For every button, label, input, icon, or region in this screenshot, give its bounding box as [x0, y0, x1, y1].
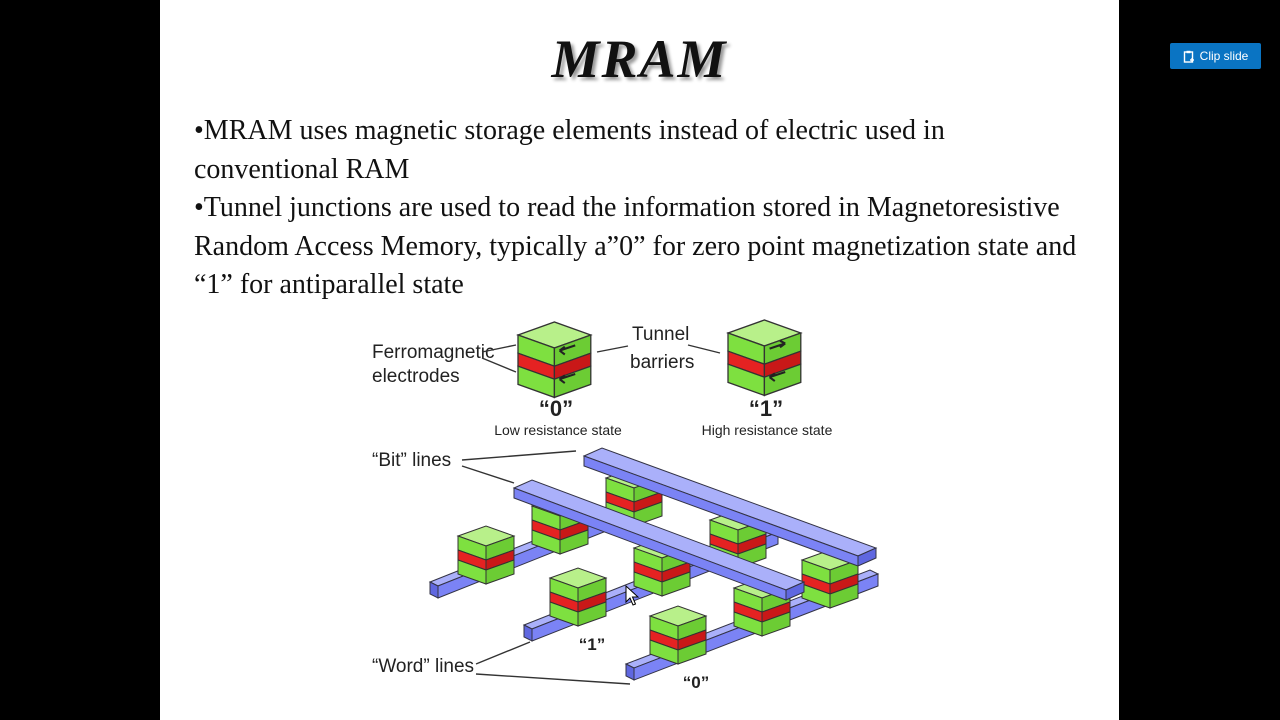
clip-slide-label: Clip slide — [1199, 49, 1249, 63]
grid-zero-label: “0” — [683, 673, 709, 692]
grid-one-label: “1” — [579, 635, 605, 654]
one-state-label: “1” — [749, 396, 783, 421]
slide-title: MRAM — [551, 29, 728, 89]
grid-cell — [649, 605, 707, 665]
cursor-icon — [625, 584, 640, 606]
bullet-item: •Tunnel junctions are used to read the i… — [194, 192, 1077, 300]
bullet-list: •MRAM uses magnetic storage elements ins… — [194, 112, 1094, 305]
mram-diagram: Ferromagnetic electrodes Tunnel barriers… — [372, 319, 880, 692]
word-lines-label: “Word” lines — [372, 656, 474, 677]
bullet-item: •MRAM uses magnetic storage elements ins… — [194, 115, 945, 185]
zero-state-label: “0” — [539, 396, 573, 421]
mtj-cell-zero — [517, 321, 592, 399]
barriers-label: barriers — [630, 352, 694, 373]
slide: MRAM •MRAM uses magnetic storage element… — [160, 0, 1119, 720]
grid-cell — [549, 567, 607, 627]
grid-cell — [457, 525, 515, 585]
clip-icon — [1183, 50, 1195, 63]
tunnel-label: Tunnel — [632, 324, 689, 345]
bit-lines-label: “Bit” lines — [372, 450, 451, 471]
ferromagnetic-label: Ferromagnetic — [372, 342, 495, 363]
high-resistance-label: High resistance state — [702, 422, 833, 438]
electrodes-label: electrodes — [372, 366, 460, 387]
low-resistance-label: Low resistance state — [494, 422, 622, 438]
mtj-cell-one — [727, 319, 802, 397]
bit-lines — [512, 447, 878, 601]
clip-slide-button[interactable]: Clip slide — [1170, 43, 1261, 69]
